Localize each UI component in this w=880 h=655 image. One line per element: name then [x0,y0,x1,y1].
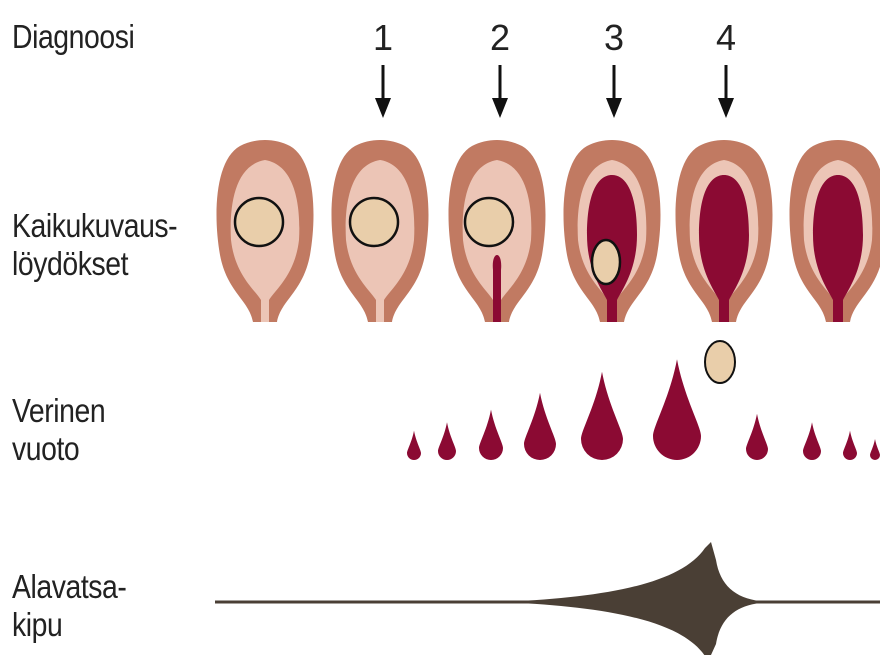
uterus-stage-4 [564,140,661,322]
blood-drop-icon [746,414,768,460]
gestational-sac [592,240,620,284]
gestational-sac [350,198,398,246]
stage-number-4: 4 [716,17,736,58]
blood-drop-icon [581,372,623,460]
bleeding-trickle [493,255,501,322]
uterus-stage-3 [449,140,546,322]
blood-drop-icon [407,431,421,460]
stage-number-3: 3 [604,17,624,58]
arrowhead-icon [718,98,734,118]
blood-drop-icon [843,431,857,460]
blood-drop-icon [479,410,503,460]
gestational-sac [235,198,283,246]
stage-number-1: 1 [373,17,393,58]
expelled-gestational-sac [705,341,735,383]
uterus-stage-6 [790,140,880,322]
pain-intensity-curve [500,542,760,655]
blood-drop-icon [438,422,456,460]
arrowhead-icon [375,98,391,118]
blood-drop-icon [653,359,701,460]
arrowhead-icon [492,98,508,118]
blood-drop-icon [870,439,880,460]
uterus-stage-1 [217,140,314,322]
blood-drop-icon [524,393,556,460]
arrowhead-icon [606,98,622,118]
uterus-stage-5 [676,140,773,322]
blood-drop-icon [803,422,821,460]
stage-number-2: 2 [490,17,510,58]
uterus-stage-2 [332,140,429,322]
gestational-sac [465,198,513,246]
